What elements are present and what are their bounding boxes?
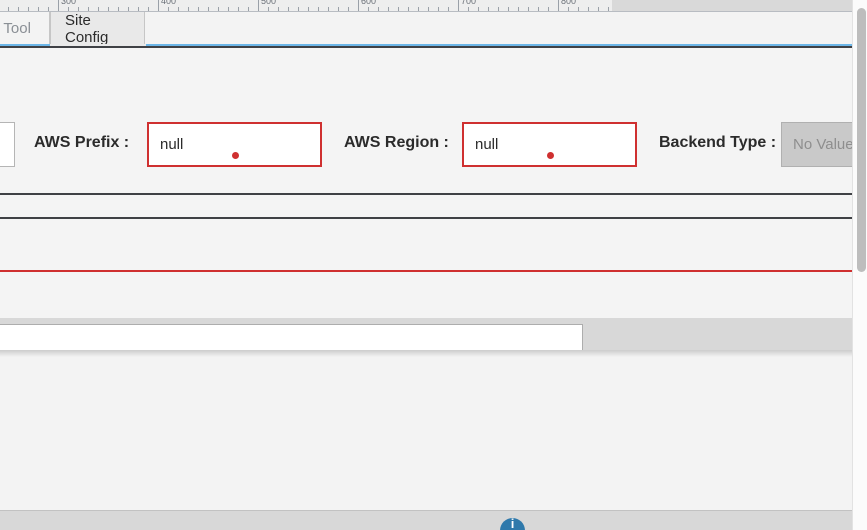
ruler-minor-tick xyxy=(398,7,399,11)
tab-query-tool[interactable]: y Tool xyxy=(0,12,50,45)
ruler-minor-tick xyxy=(388,7,389,11)
ruler-tick-label: 800 xyxy=(561,0,577,6)
ruler-minor-tick xyxy=(238,7,239,11)
ruler-minor-tick xyxy=(208,7,209,11)
ruler-minor-tick xyxy=(8,7,9,11)
ruler-minor-tick xyxy=(148,7,149,11)
ruler-minor-tick xyxy=(568,7,569,11)
ruler-tick-label: 300 xyxy=(61,0,77,6)
aws-prefix-required-dot-icon xyxy=(232,152,239,159)
ruler-minor-tick xyxy=(168,7,169,11)
tab-query-tool-label: y Tool xyxy=(0,20,31,37)
ruler-minor-tick xyxy=(468,7,469,11)
ruler-minor-tick xyxy=(188,7,189,11)
ruler-minor-tick xyxy=(548,7,549,11)
tab-site-config-label: Site Config xyxy=(65,11,109,46)
ruler-major-tick xyxy=(558,0,559,11)
panel-top-rule xyxy=(0,46,852,48)
ruler-minor-tick xyxy=(18,7,19,11)
backend-type-value: No Value xyxy=(793,136,854,153)
tab-bar-underline xyxy=(0,44,852,46)
ruler-major-tick xyxy=(358,0,359,11)
ruler-minor-tick xyxy=(328,7,329,11)
ruler-minor-tick xyxy=(118,7,119,11)
ruler-minor-tick xyxy=(518,7,519,11)
ruler-minor-tick xyxy=(318,7,319,11)
ruler-minor-tick xyxy=(228,7,229,11)
ruler-minor-tick xyxy=(528,7,529,11)
ruler-minor-tick xyxy=(598,7,599,11)
ruler-minor-tick xyxy=(488,7,489,11)
ruler-minor-tick xyxy=(508,7,509,11)
ruler-minor-tick xyxy=(428,7,429,11)
aws-prefix-value: null xyxy=(160,136,184,153)
ruler-minor-tick xyxy=(418,7,419,11)
ruler-minor-tick xyxy=(498,7,499,11)
ruler-minor-tick xyxy=(408,7,409,11)
site-config-panel: AWS Prefix : null AWS Region : null Back… xyxy=(0,46,867,396)
aws-region-value: null xyxy=(475,136,499,153)
ruler-inactive-region xyxy=(612,0,852,12)
ruler-minor-tick xyxy=(218,7,219,11)
aws-region-input[interactable]: null xyxy=(462,122,637,167)
ruler-minor-tick xyxy=(68,7,69,11)
ruler-minor-tick xyxy=(198,7,199,11)
ruler-minor-tick xyxy=(248,7,249,11)
ruler-minor-tick xyxy=(38,7,39,11)
ruler-tick-label: 700 xyxy=(461,0,477,6)
ruler-minor-tick xyxy=(288,7,289,11)
aws-prefix-input[interactable]: null xyxy=(147,122,322,167)
ruler-minor-tick xyxy=(28,7,29,11)
ruler-major-tick xyxy=(258,0,259,11)
ruler-minor-tick xyxy=(78,7,79,11)
ruler-minor-tick xyxy=(338,7,339,11)
ruler-minor-tick xyxy=(138,7,139,11)
ruler-minor-tick xyxy=(378,7,379,11)
status-bar xyxy=(0,510,867,530)
aws-region-required-dot-icon xyxy=(547,152,554,159)
validation-divider xyxy=(0,270,852,272)
ruler-tick-label: 400 xyxy=(161,0,177,6)
info-badge[interactable]: i xyxy=(500,516,525,530)
ruler-minor-tick xyxy=(278,7,279,11)
ruler-major-tick xyxy=(158,0,159,11)
ruler-minor-tick xyxy=(608,7,609,11)
vertical-scrollbar-track[interactable] xyxy=(852,0,867,530)
ruler-minor-tick xyxy=(128,7,129,11)
vertical-scrollbar-thumb[interactable] xyxy=(857,8,866,272)
backend-type-label: Backend Type : xyxy=(659,134,777,151)
tab-bar: y Tool Site Config xyxy=(0,11,852,46)
ruler-tick-label: 600 xyxy=(361,0,377,6)
ruler-minor-tick xyxy=(108,7,109,11)
ruler-minor-tick xyxy=(438,7,439,11)
ruler-minor-tick xyxy=(348,7,349,11)
section-divider-2 xyxy=(0,217,852,219)
background-area xyxy=(0,350,867,510)
ruler-minor-tick xyxy=(98,7,99,11)
ruler-major-tick xyxy=(458,0,459,11)
ruler-minor-tick xyxy=(448,7,449,11)
ruler-minor-tick xyxy=(308,7,309,11)
aws-region-label: AWS Region : xyxy=(344,134,449,151)
aws-settings-row: AWS Prefix : null AWS Region : null Back… xyxy=(0,106,867,181)
aws-prefix-label: AWS Prefix : xyxy=(34,134,130,151)
ruler-minor-tick xyxy=(368,7,369,11)
ruler-minor-tick xyxy=(178,7,179,11)
ruler-minor-tick xyxy=(88,7,89,11)
ruler-minor-tick xyxy=(538,7,539,11)
ruler-minor-tick xyxy=(298,7,299,11)
unlabeled-left-field[interactable] xyxy=(0,122,15,167)
info-badge-glyph: i xyxy=(510,516,515,530)
ruler-tick-label: 500 xyxy=(261,0,277,6)
ruler-minor-tick xyxy=(268,7,269,11)
tab-site-config[interactable]: Site Config xyxy=(50,11,145,46)
section-divider-1 xyxy=(0,193,852,195)
ruler-minor-tick xyxy=(588,7,589,11)
tab-bar-underline-active-gap xyxy=(50,44,146,46)
ruler-minor-tick xyxy=(578,7,579,11)
ruler-major-tick xyxy=(58,0,59,11)
ruler-minor-tick xyxy=(48,7,49,11)
panel-drop-shadow xyxy=(0,350,867,357)
ruler-minor-tick xyxy=(478,7,479,11)
